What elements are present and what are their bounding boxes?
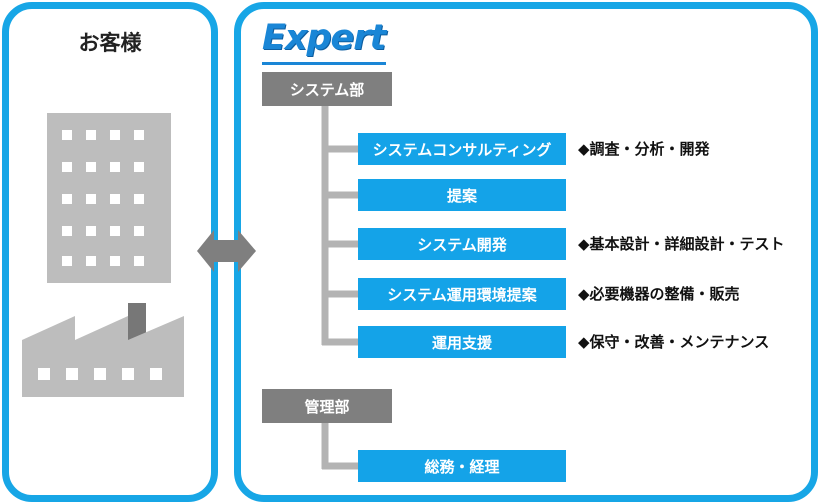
service-system-development: システム開発 — [358, 228, 566, 260]
expert-logo: Expert — [262, 18, 386, 58]
department-system: システム部 — [262, 72, 392, 106]
department-admin: 管理部 — [262, 389, 392, 423]
service-operation-support: 運用支援 — [358, 326, 566, 358]
service-operation-environment: システム運用環境提案 — [358, 278, 566, 310]
service-system-consulting: システムコンサルティング — [358, 133, 566, 165]
service-proposal: 提案 — [358, 179, 566, 211]
office-building-icon — [47, 113, 171, 283]
service-desc-support: ◆保守・改善・メンテナンス — [578, 333, 770, 351]
service-general-accounting: 総務・経理 — [358, 450, 566, 482]
client-title: お客様 — [78, 31, 142, 55]
logo-underline — [262, 62, 386, 65]
service-desc-environment: ◆必要機器の整備・販売 — [578, 285, 740, 303]
service-desc-consulting: ◆調査・分析・開発 — [578, 140, 710, 158]
factory-icon — [22, 303, 184, 397]
service-desc-development: ◆基本設計・詳細設計・テスト — [578, 235, 785, 253]
